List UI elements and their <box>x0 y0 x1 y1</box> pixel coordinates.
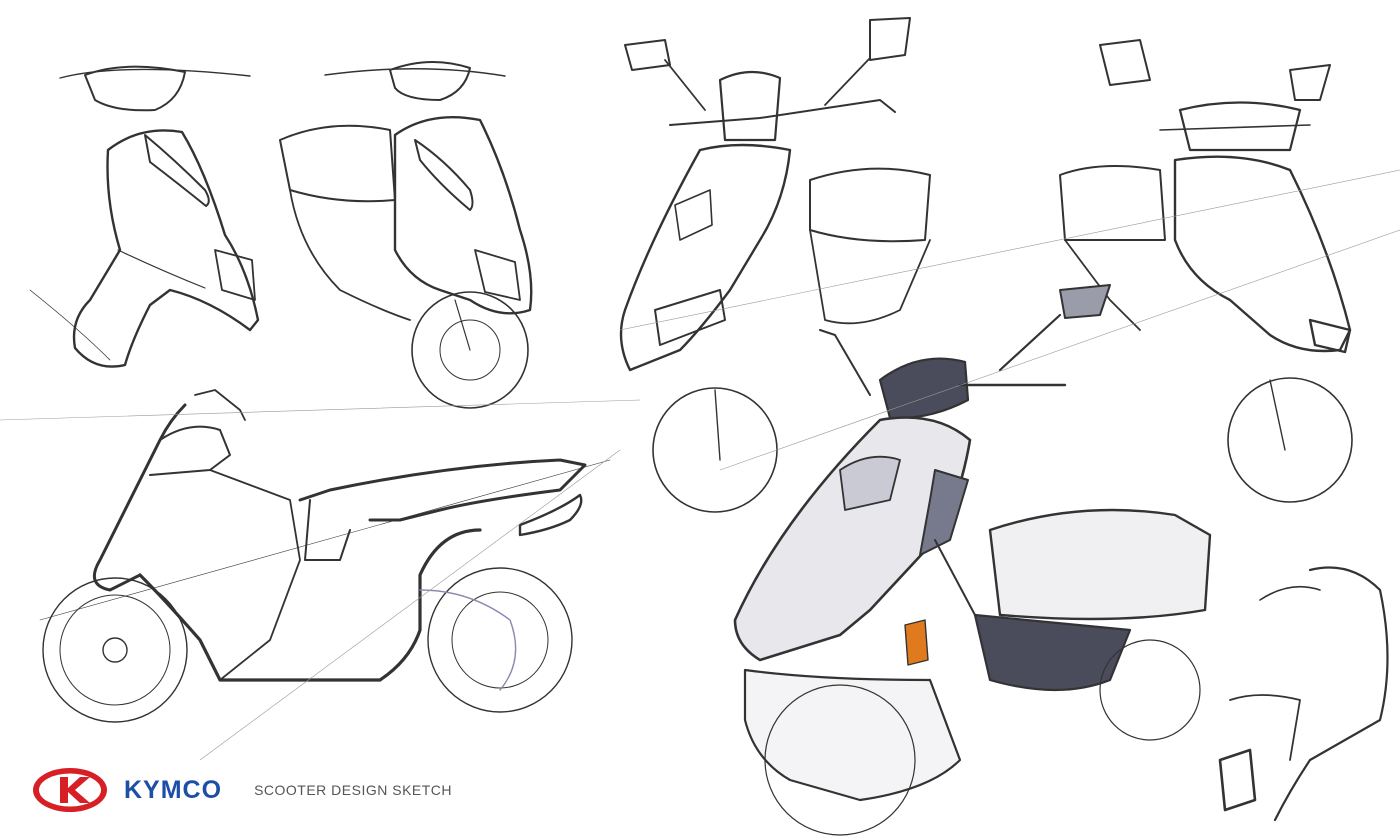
marker-rendering-sketch <box>733 284 1212 836</box>
brand-footer: KYMCO SCOOTER DESIGN SKETCH <box>30 764 452 816</box>
front-quarter-sketch <box>619 17 931 513</box>
sketch-caption: SCOOTER DESIGN SKETCH <box>254 782 453 798</box>
construction-lines <box>0 169 1400 761</box>
three-quarter-sketch <box>279 61 533 409</box>
kymco-logo-mark-icon <box>33 768 107 812</box>
side-view-sketch <box>39 389 611 723</box>
front-view-sketch <box>29 65 260 368</box>
front-detail-sketch <box>1218 566 1389 822</box>
brand-name: KYMCO <box>124 775 223 804</box>
rear-quarter-sketch <box>1059 39 1353 503</box>
